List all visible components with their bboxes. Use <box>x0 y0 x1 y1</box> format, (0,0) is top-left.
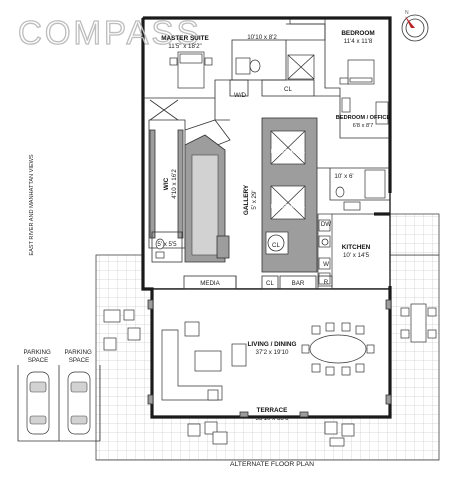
compass-north-label: N <box>405 10 409 16</box>
bedroom-office-room <box>339 96 390 139</box>
bar-label: BAR <box>292 280 305 287</box>
living-furniture <box>161 321 247 401</box>
media-label: MEDIA <box>200 280 220 287</box>
kitchen-dims: 10' x 14'5 <box>343 252 370 259</box>
cl-bottom-label: CL <box>266 280 274 287</box>
compass-logo: COMPASS <box>18 14 202 51</box>
parking-2-line: PARKING <box>64 349 92 356</box>
small-bath-dims: 10' x 6' <box>334 173 353 180</box>
terrace-name: TERRACE <box>257 407 289 414</box>
bedroom-name: BEDROOM <box>341 30 374 37</box>
small-bath-room <box>317 167 390 211</box>
wic-name: WIC <box>163 177 170 190</box>
views-side-label: EAST RIVER AND MANHATTAN VIEWS <box>29 154 35 256</box>
parking-space-1-label: PARKING SPACE <box>23 349 52 364</box>
keyed-elev-2-label: KEYED ELEV. <box>271 204 306 210</box>
elev-1-label-group: KEYED ELEV. <box>271 149 306 155</box>
gallery-core <box>184 134 230 263</box>
r-label: R <box>324 279 329 286</box>
bedroom-room <box>324 24 375 96</box>
terrace-furniture <box>103 303 437 447</box>
kitchen-name: KITCHEN <box>342 244 371 251</box>
keyed-elev-1-label: KEYED ELEV. <box>271 149 306 155</box>
bedroom-dims: 11'4 x 11'8 <box>344 38 373 45</box>
master-suite-name: MASTER SUITE <box>161 35 209 42</box>
terrace-dims: 53'10 x 35'6 <box>256 415 290 422</box>
living-dining-name: LIVING / DINING <box>248 341 297 348</box>
master-bath-room <box>231 23 326 81</box>
parking-line-2: SPACE <box>69 357 90 364</box>
bedroom-office-name: BEDROOM / OFFICE <box>336 115 391 121</box>
parking-space-2-label: PARKING SPACE <box>64 349 93 364</box>
parking-labels: PARKING SPACE PARKING SPACE <box>23 349 93 364</box>
master-suite-dims: 11'5" x 18'2" <box>168 43 201 50</box>
compass-rose-icon: N <box>401 10 429 42</box>
master-bath-dims: 10'10 x 8'2 <box>247 34 277 41</box>
elev-2-label-group: KEYED ELEV. <box>271 204 306 210</box>
parking-1-line: PARKING <box>23 349 51 356</box>
wd-label: W/D <box>234 92 247 99</box>
media-bar-strip <box>183 275 333 290</box>
parking-area <box>17 365 101 442</box>
elevator-core <box>261 117 318 273</box>
master-suite-room <box>143 51 232 121</box>
gallery-dims: 5' x 29' <box>251 190 258 209</box>
kitchen-room <box>317 213 374 287</box>
dw-label: DW <box>321 221 331 228</box>
parking-line-2: SPACE <box>28 357 49 364</box>
living-dining-dims: 37'2 x 19'10 <box>256 349 290 356</box>
wic-dims: 4'10 x 16'2 <box>171 169 178 199</box>
exterior-walls <box>141 16 392 419</box>
gallery-name: GALLERY <box>243 184 250 215</box>
cl-gallery-label: CL <box>272 242 280 249</box>
dining-table <box>301 322 375 376</box>
floor-plan-caption: ALTERNATE FLOOR PLAN <box>230 461 314 468</box>
laundry-closet <box>229 79 340 97</box>
powder-room <box>151 231 183 263</box>
powder-dims: 5' x 5'5 <box>157 241 177 248</box>
bedroom-office-dims: 6'8 x 8'7 <box>353 123 374 129</box>
cl-master-label: CL <box>284 86 292 93</box>
w-label: W <box>323 261 329 268</box>
